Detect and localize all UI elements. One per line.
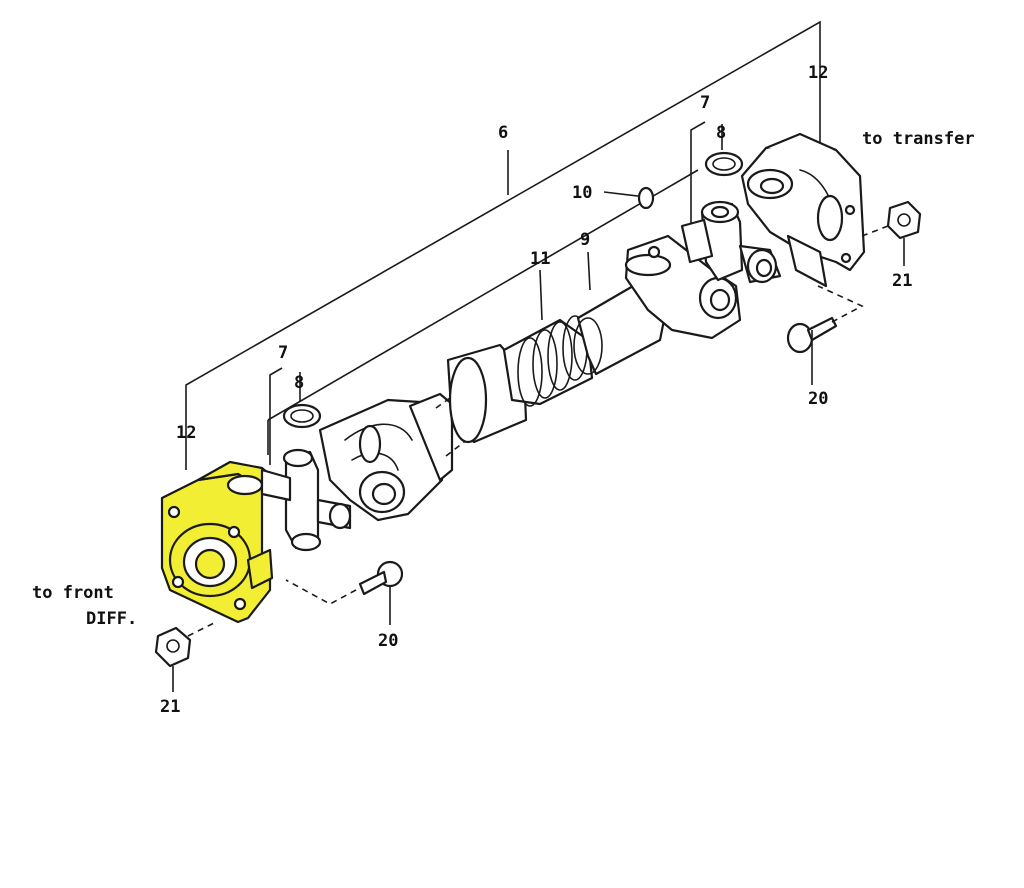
universal-joint-spider-left — [260, 448, 352, 552]
assembly-bracket-lines — [185, 20, 821, 470]
callout-11: 11 — [530, 249, 550, 269]
grease-nipple — [603, 186, 655, 210]
callout-9: 9 — [580, 230, 590, 250]
flange-nut-right — [861, 200, 922, 266]
flange-bolt-left — [285, 560, 404, 625]
flange-nut-left — [154, 621, 217, 692]
label-to-transfer: to transfer — [862, 129, 975, 149]
callout-20-left: 20 — [378, 631, 398, 651]
snap-ring-left — [282, 403, 322, 429]
grease-nipple-hole — [647, 245, 661, 259]
callout-12-right: 12 — [808, 63, 828, 83]
callout-labels: to transfer to front DIFF. 6 7 8 7 8 9 1… — [32, 63, 975, 717]
shaft-tube — [446, 280, 670, 444]
callout-7-right: 7 — [700, 93, 710, 113]
label-diff: DIFF. — [86, 609, 137, 629]
rear-flange-yoke — [740, 132, 866, 288]
slip-yoke-left — [318, 392, 454, 522]
leader-lines — [299, 124, 723, 402]
callout-21-left: 21 — [160, 697, 180, 717]
flange-bolt-right — [786, 285, 864, 385]
callout-20-right: 20 — [808, 389, 828, 409]
callout-8-left: 8 — [294, 373, 304, 393]
callout-12-left: 12 — [176, 423, 196, 443]
callout-8-right: 8 — [716, 123, 726, 143]
callout-21-right: 21 — [892, 271, 912, 291]
universal-joint-spider-right — [680, 200, 782, 284]
callout-6: 6 — [498, 123, 508, 143]
callout-10: 10 — [572, 183, 592, 203]
snap-ring-right — [704, 151, 744, 177]
flange-bolt-hole — [226, 474, 264, 496]
label-to-front: to front — [32, 583, 114, 603]
front-flange-yoke — [160, 460, 278, 624]
callout-7-left: 7 — [278, 343, 288, 363]
